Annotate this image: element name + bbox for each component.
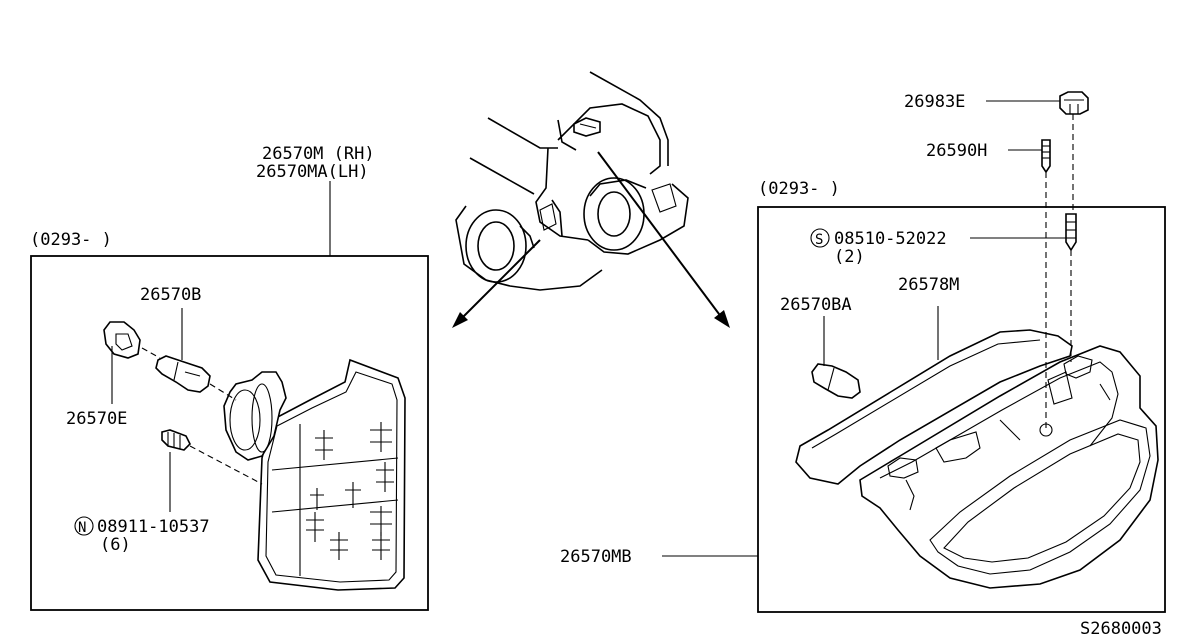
screw-upper-drawing xyxy=(1008,139,1051,174)
label-screw: 26590H xyxy=(926,141,987,161)
high-mount-stop-lamp-drawing xyxy=(795,306,1159,589)
label-bulb-right: 26570BA xyxy=(780,295,852,315)
label-nut-symbol: N xyxy=(78,520,86,536)
dash-bulb-housing xyxy=(209,383,237,401)
label-socket: 26570E xyxy=(66,409,127,429)
label-screw2-qty: (2) xyxy=(834,247,865,267)
rear-combination-lamp-drawing xyxy=(223,358,406,591)
label-diagram-id: S2680003 xyxy=(1080,619,1162,639)
label-bulb-left: 26570B xyxy=(140,285,201,305)
left-detail-frame xyxy=(30,255,429,611)
label-left-date: (0293- ) xyxy=(30,230,112,250)
label-clip: 26983E xyxy=(904,92,965,112)
nut-drawing xyxy=(161,429,191,512)
socket-drawing xyxy=(103,321,141,404)
label-lamp-lh: 26570MA(LH) xyxy=(256,162,369,182)
vehicle-rear-view xyxy=(455,71,689,291)
label-lamp-rh: 26570M (RH) xyxy=(262,144,375,164)
label-nut-qty: (6) xyxy=(100,535,131,555)
bulb-left-drawing xyxy=(155,308,211,393)
label-right-date: (0293- ) xyxy=(758,179,840,199)
arrow-to-left-detail xyxy=(452,239,541,328)
arrow-to-right-detail xyxy=(597,151,730,328)
screw-lower-drawing xyxy=(970,213,1077,252)
label-lens: 26578M xyxy=(898,275,959,295)
screw-symbol-circle xyxy=(810,228,830,248)
right-detail-frame xyxy=(757,206,1166,613)
label-nut-part: 08911-10537 xyxy=(97,517,210,537)
label-stop-lamp: 26570MB xyxy=(560,547,632,567)
nut-symbol-circle xyxy=(74,516,94,536)
label-screw2-symbol: S xyxy=(815,232,823,248)
dash-nut-housing xyxy=(189,445,263,485)
label-screw2-part: 08510-52022 xyxy=(834,229,947,249)
bulb-right-drawing xyxy=(811,316,861,399)
clip-drawing xyxy=(986,91,1089,115)
dash-socket-bulb xyxy=(141,347,161,359)
